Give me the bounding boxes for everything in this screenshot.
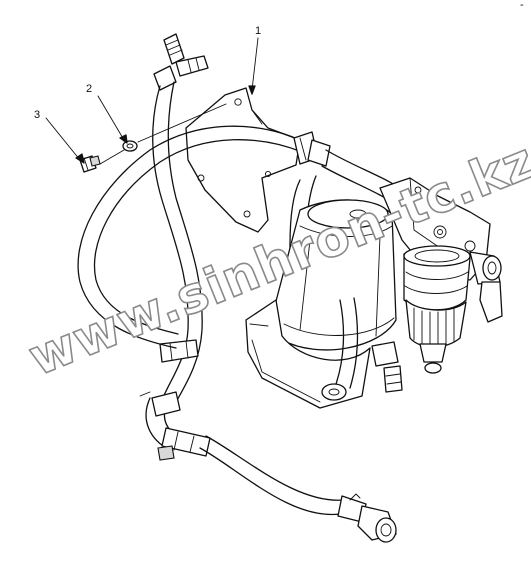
arrowhead-1 [248,85,256,95]
callout-1: 1 [255,25,261,37]
callout-2: 2 [86,83,92,95]
callout-3: 3 [34,109,40,121]
mounting-bracket [185,87,301,233]
fuel-filter-element [403,245,471,374]
fuel-filter-canister [269,199,397,351]
leader-line-3 [45,117,81,161]
assembly-axis-line [99,103,227,165]
arrowhead-2 [119,134,128,144]
corner-mark: - [520,0,524,11]
hose-clamps [139,391,181,461]
filter-base-housing [245,299,371,409]
washer-part-2 [122,140,138,152]
leader-line-2 [97,95,125,141]
arrowhead-3 [75,153,85,164]
fuel-hose-loop [77,125,331,349]
leader-line-1 [251,37,259,91]
fuel-line-vertical [335,297,403,393]
fuel-hose-main [145,33,397,543]
